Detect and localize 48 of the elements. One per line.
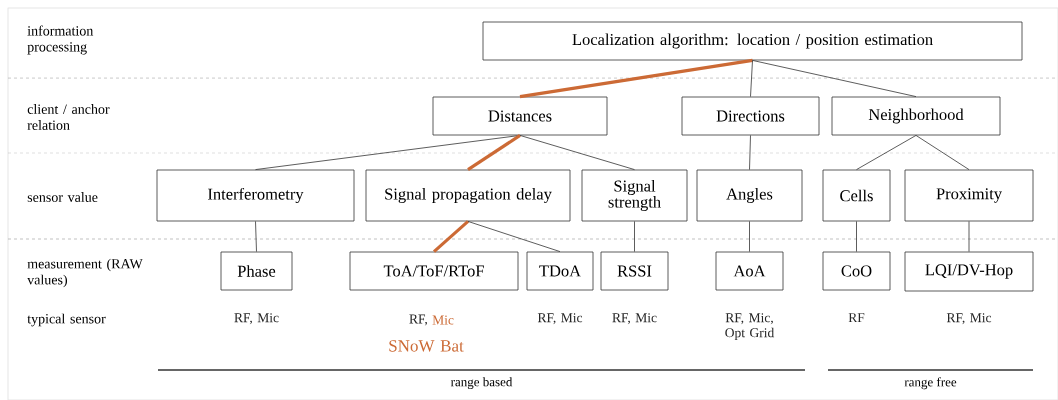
- connector-line: [634, 221, 635, 252]
- tree-box: Distances: [432, 96, 608, 136]
- tree-box: Phase: [220, 251, 293, 291]
- connector-line: [752, 60, 917, 97]
- row-label: information processing: [27, 25, 94, 55]
- connector-line: [856, 221, 857, 252]
- tree-box: AoA: [715, 251, 784, 291]
- connector-line: [915, 135, 970, 170]
- connector-line: [968, 221, 970, 252]
- sensor-label: Mic: [432, 315, 454, 325]
- tree-box: Angles: [696, 169, 803, 222]
- sensor-label: RF, Mic: [612, 313, 657, 325]
- tree-box: Signal propagation delay: [365, 169, 571, 222]
- connector-line: [432, 220, 470, 253]
- row-label: sensor value: [27, 192, 98, 202]
- connector-line: [519, 58, 753, 99]
- connector-line: [467, 134, 521, 171]
- tree-box: Signal strength: [581, 169, 688, 222]
- tree-box: Localization algorithm: location / position estimation: [482, 21, 1023, 61]
- tree-box: Interferometry: [156, 169, 355, 222]
- sensor-label: RF, Mic: [946, 313, 992, 325]
- sensor-label: RF, Mic: [537, 313, 583, 325]
- row-label: typical sensor: [27, 313, 106, 327]
- sensor-label: RF: [848, 313, 865, 323]
- connector-line: [749, 135, 751, 170]
- connector-line: [467, 221, 561, 252]
- sensor-label: RF, Mic: [234, 313, 279, 325]
- connector-line: [519, 135, 635, 170]
- tree-box: Cells: [822, 169, 891, 222]
- connector-line: [750, 60, 753, 97]
- row-label: measurement (RAW values): [27, 258, 143, 288]
- connector-line: [856, 135, 917, 170]
- row-label: client / anchor relation: [27, 104, 110, 130]
- project-name: SNoW Bat: [389, 340, 464, 352]
- connector-line: [255, 221, 257, 252]
- tree-box: CoO: [822, 251, 891, 291]
- tree-box: RSSI: [600, 251, 669, 291]
- sensor-label: RF, Mic, Opt Grid: [725, 313, 775, 340]
- sensor-label: RF,: [409, 314, 427, 326]
- range-label: range based: [450, 377, 513, 390]
- tree-box: Proximity: [904, 169, 1034, 222]
- tree-box: LQI/DV-Hop: [904, 251, 1034, 292]
- tree-box: Directions: [681, 96, 820, 136]
- connector-line: [749, 221, 750, 252]
- tree-box: TDoA: [526, 251, 594, 291]
- tree-box: Neighborhood: [831, 96, 1001, 136]
- tree-box: ToA/ToF/RToF: [349, 251, 519, 291]
- range-label: range free: [904, 377, 957, 390]
